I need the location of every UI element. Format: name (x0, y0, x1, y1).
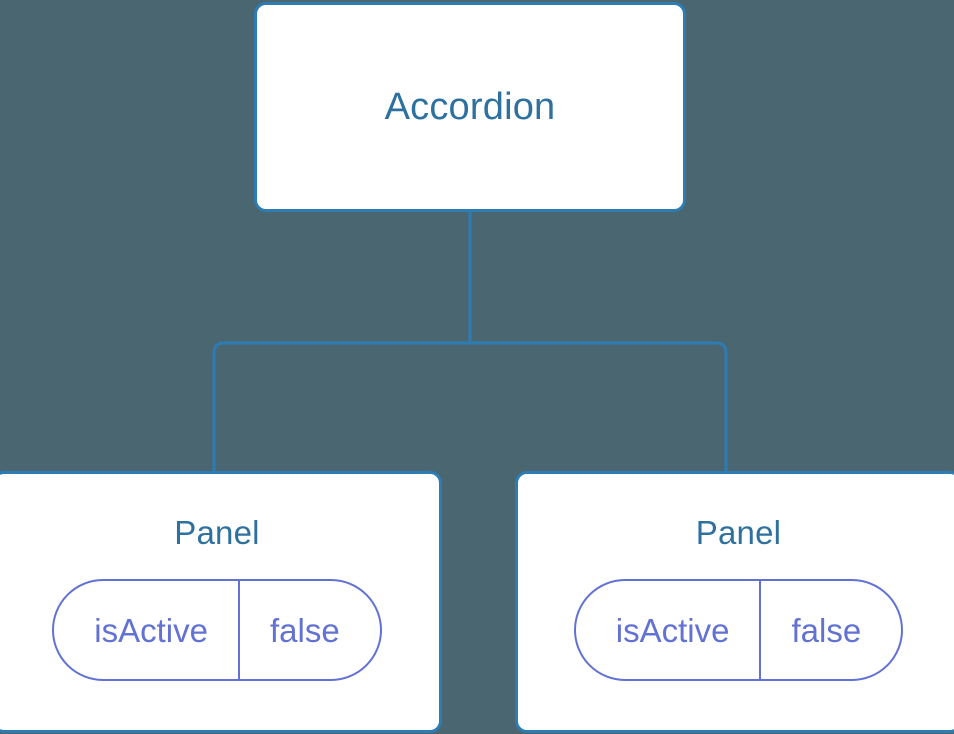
node-title: Accordion (384, 86, 556, 128)
node-accordion[interactable]: Accordion (254, 2, 686, 212)
node-panel-2[interactable]: Panel isActive false (515, 471, 954, 733)
connector-right-branch (470, 341, 728, 473)
node-title: Panel (174, 514, 260, 551)
state-pill[interactable]: isActive false (52, 579, 382, 681)
state-key: isActive (94, 611, 208, 649)
state-pill[interactable]: isActive false (573, 579, 904, 681)
state-key: isActive (615, 611, 730, 649)
node-panel-1[interactable]: Panel isActive false (0, 471, 442, 733)
state-value: false (237, 581, 380, 679)
node-title: Panel (695, 514, 782, 551)
connector-left-branch (212, 341, 470, 473)
state-value: false (759, 581, 901, 679)
